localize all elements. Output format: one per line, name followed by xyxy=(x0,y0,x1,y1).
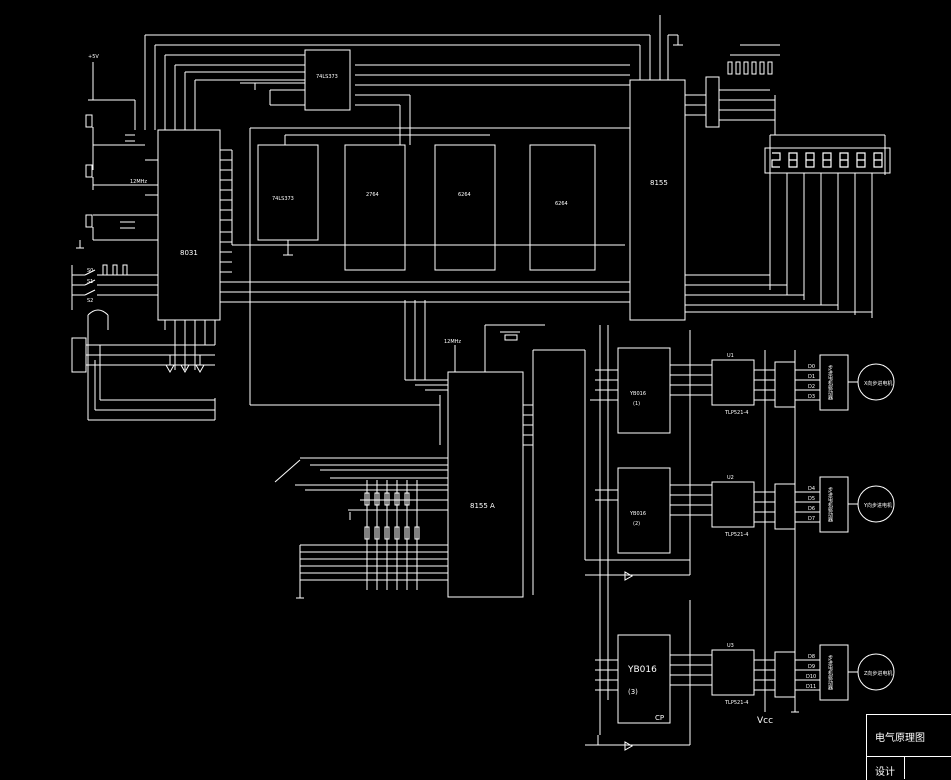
chip-a-label: 74LS373 xyxy=(272,196,294,202)
drv3-cp: CP xyxy=(655,714,664,722)
out-d8: D8 xyxy=(808,654,815,660)
motor-3-label: Z向步进电机 xyxy=(864,670,892,677)
drv2-name: YB016 xyxy=(629,511,646,517)
drawing-title: 电气原理图 xyxy=(867,715,951,757)
key-z-label: S2 xyxy=(87,298,93,304)
driver-buses xyxy=(585,325,712,751)
drv3-name: YB016 xyxy=(627,665,657,675)
out-d0: D0 xyxy=(808,364,815,370)
out-d1: D1 xyxy=(808,374,815,380)
out-d10: D10 xyxy=(806,674,816,680)
io-top-label: 8155 xyxy=(650,179,668,187)
u1-label: U1 xyxy=(727,353,734,359)
top-buses xyxy=(144,15,683,405)
motor-2-label: Y向步进电机 xyxy=(863,502,892,509)
reset-circuit: +5V 12MHz xyxy=(76,54,147,249)
u3-label: U3 xyxy=(727,643,734,649)
motor-3-circle xyxy=(857,653,895,691)
out-d11: D11 xyxy=(806,684,816,690)
io-bottom-label: 8155 A xyxy=(470,502,495,510)
driver-2-label: 步进电机驱动器 xyxy=(827,487,833,523)
out-d2: D2 xyxy=(808,384,815,390)
chip-6264: 6264 xyxy=(434,144,496,271)
opto1-label: TLP521-4 xyxy=(724,410,748,416)
seven-segment-display xyxy=(685,147,891,318)
motor-1-circle xyxy=(857,363,895,401)
opto-3: U3 TLP521-4 xyxy=(711,643,755,706)
cpu-8031: 8031 xyxy=(145,129,630,370)
u2-label: U2 xyxy=(727,475,734,481)
mid-bus: 12MHz xyxy=(250,300,545,445)
vcc-label-top: +5V xyxy=(88,54,99,60)
motor-1-label: X向步进电机 xyxy=(864,380,892,387)
opto3-label: TLP521-4 xyxy=(724,700,748,706)
drv2-num: (2) xyxy=(633,521,640,527)
output-block-2: D4 D5 D6 D7 xyxy=(774,483,820,530)
io-8155-top: 8155 xyxy=(629,76,775,321)
out-d5: D5 xyxy=(808,496,815,502)
key-y-label: S1 xyxy=(87,279,93,285)
chip-2764: 2764 xyxy=(344,144,406,271)
key-switches: S0 S1 S2 xyxy=(71,264,145,310)
opto2-label: TLP521-4 xyxy=(724,532,748,538)
latch-label: 74LS373 xyxy=(316,74,338,80)
keyboard-matrix xyxy=(274,457,448,599)
output-block-3: D8 D9 D10 D11 xyxy=(774,651,820,698)
vcc-label: Vcc xyxy=(757,716,773,726)
driver-yb016-3: YB016 (3) CP xyxy=(617,634,671,724)
driver-3-label: 步进电机驱动器 xyxy=(827,655,833,691)
opto-2: U2 TLP521-4 xyxy=(711,475,755,538)
ram2-label: 6264 xyxy=(555,201,568,207)
title-block: 电气原理图 设计 xyxy=(866,714,951,780)
driver-1-label: 步进电机驱动器 xyxy=(827,365,833,401)
out-d3: D3 xyxy=(808,394,815,400)
out-d9: D9 xyxy=(808,664,815,670)
stepper-driver-1: 步进电机驱动器 X向步进电机 xyxy=(819,354,895,411)
driver-yb016-1: YB016 (1) xyxy=(617,347,671,434)
chip-74ls373-b: 74LS373 xyxy=(257,134,490,256)
out-d6: D6 xyxy=(808,506,815,512)
drv3-num: (3) xyxy=(628,688,638,696)
latch-74ls373: 74LS373 xyxy=(240,49,351,111)
ram-label: 6264 xyxy=(458,192,471,198)
out-d4: D4 xyxy=(808,486,815,492)
out-d7: D7 xyxy=(808,516,815,522)
xtal-label: 12MHz xyxy=(130,179,147,185)
serial-connector xyxy=(71,309,216,421)
opto-1: U1 TLP521-4 xyxy=(711,353,755,416)
vcc-rails: Vcc xyxy=(754,350,799,726)
rom-label: 2764 xyxy=(366,192,379,198)
design-label: 设计 xyxy=(867,757,905,779)
output-block-1: D0 D1 D2 D3 xyxy=(774,361,820,408)
drv1-num: (1) xyxy=(633,401,640,407)
stepper-driver-3: 步进电机驱动器 Z向步进电机 xyxy=(819,644,895,701)
display-resistors xyxy=(727,44,886,175)
title-block-row: 设计 xyxy=(867,757,951,779)
xtal2-label: 12MHz xyxy=(444,339,461,345)
key-x-label: S0 xyxy=(87,268,93,274)
stepper-driver-2: 步进电机驱动器 Y向步进电机 xyxy=(819,476,895,533)
drv1-name: YB016 xyxy=(629,391,646,397)
driver-yb016-2: YB016 (2) xyxy=(617,467,671,554)
io-8155-bottom: 8155 A xyxy=(447,349,586,598)
chip-6264-b: 6264 xyxy=(529,144,596,271)
motor-2-circle xyxy=(857,485,895,523)
cpu-label: 8031 xyxy=(180,249,198,257)
